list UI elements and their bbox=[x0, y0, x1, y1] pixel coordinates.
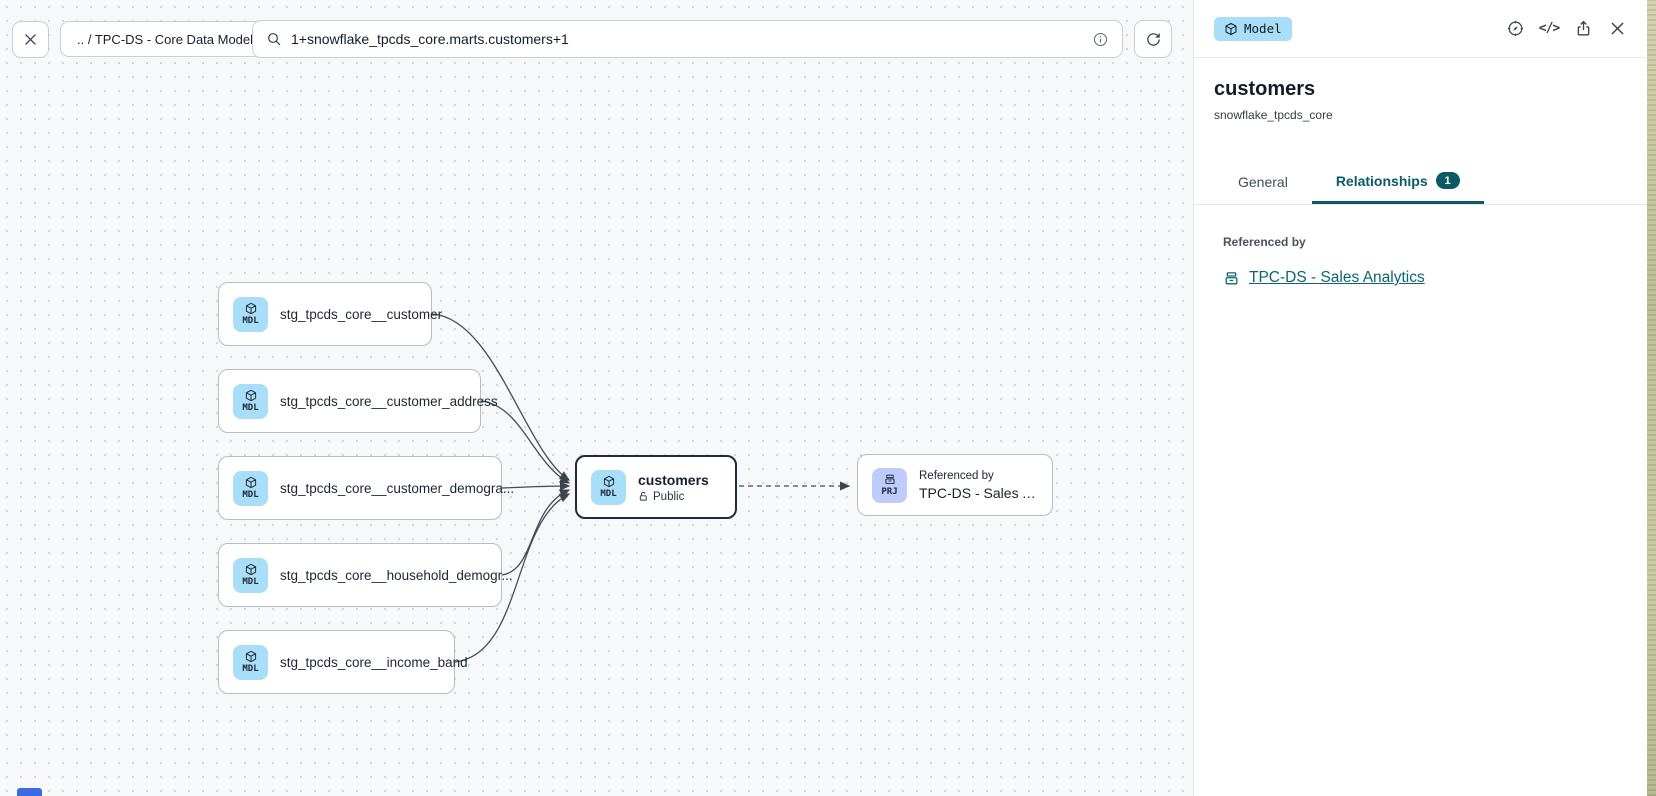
share-icon bbox=[1577, 20, 1589, 36]
search-input[interactable] bbox=[291, 31, 1083, 47]
details-panel: Model </> customers snowflake_tpcds_core bbox=[1193, 0, 1647, 796]
model-node-icon: MDL bbox=[233, 470, 268, 506]
info-icon[interactable] bbox=[1092, 31, 1109, 48]
graph-node-stg-household-demographics[interactable]: MDL stg_tpcds_core__household_demogr... bbox=[218, 543, 513, 607]
node-label: TPC-DS - Sales Analytics bbox=[919, 484, 1038, 501]
node-label: customers bbox=[638, 471, 709, 488]
lineage-edges bbox=[431, 313, 851, 663]
node-type-badge: PRJ bbox=[881, 487, 898, 497]
node-label: stg_tpcds_core__household_demogr... bbox=[280, 567, 513, 583]
screen-edge-artifact bbox=[1647, 0, 1656, 796]
panel-tabs: General Relationships 1 bbox=[1194, 160, 1647, 205]
node-access-label: Public bbox=[653, 490, 685, 503]
node-label: stg_tpcds_core__customer_demogra... bbox=[280, 480, 515, 496]
archive-icon bbox=[884, 474, 895, 485]
cube-icon bbox=[245, 389, 256, 402]
node-type-badge: MDL bbox=[242, 403, 259, 413]
model-node-icon: MDL bbox=[233, 383, 268, 419]
resource-type-badge: Model bbox=[1214, 16, 1292, 41]
cube-icon bbox=[245, 302, 256, 315]
lineage-search[interactable] bbox=[252, 20, 1123, 58]
explore-lineage-button[interactable] bbox=[1505, 19, 1525, 39]
details-panel-header: Model </> bbox=[1194, 0, 1647, 58]
node-type-badge: MDL bbox=[600, 489, 617, 499]
close-icon bbox=[1610, 22, 1624, 35]
refresh-button[interactable] bbox=[1134, 20, 1172, 58]
tab-general[interactable]: General bbox=[1214, 160, 1312, 204]
model-node-icon: MDL bbox=[233, 644, 268, 680]
panel-actions: </> bbox=[1505, 19, 1627, 39]
breadcrumb[interactable]: .. / TPC-DS - Core Data Models bbox=[60, 21, 277, 57]
graph-node-referencing-project[interactable]: PRJ Referenced by TPC-DS - Sales Analyti… bbox=[857, 454, 1053, 516]
breadcrumb-label: .. / TPC-DS - Core Data Models bbox=[77, 31, 260, 47]
view-code-button[interactable]: </> bbox=[1538, 19, 1561, 39]
model-node-icon: MDL bbox=[233, 296, 268, 332]
node-type-badge: MDL bbox=[242, 490, 259, 500]
node-label: stg_tpcds_core__customer bbox=[280, 306, 443, 322]
referenced-by-link-label: TPC-DS - Sales Analytics bbox=[1249, 269, 1425, 286]
referenced-by-heading: Referenced by bbox=[1223, 235, 1306, 249]
archive-icon bbox=[1225, 271, 1238, 284]
offscreen-node-fragment bbox=[17, 788, 42, 796]
tab-label: General bbox=[1238, 174, 1288, 190]
compass-icon bbox=[1507, 20, 1523, 37]
graph-node-stg-customer[interactable]: MDL stg_tpcds_core__customer bbox=[218, 282, 442, 346]
project-name: snowflake_tpcds_core bbox=[1214, 108, 1333, 122]
graph-node-customers-selected[interactable]: MDL customers Public bbox=[575, 455, 737, 519]
resource-type-label: Model bbox=[1244, 21, 1282, 36]
tab-count-badge: 1 bbox=[1435, 172, 1460, 189]
node-access: Public bbox=[638, 491, 709, 503]
node-eyebrow: Referenced by bbox=[919, 469, 994, 482]
share-button[interactable] bbox=[1573, 19, 1593, 39]
node-type-badge: MDL bbox=[242, 316, 259, 326]
model-node-icon: MDL bbox=[233, 557, 268, 593]
cube-icon bbox=[603, 475, 614, 488]
cube-icon bbox=[245, 476, 256, 489]
node-label: stg_tpcds_core__customer_address bbox=[280, 393, 498, 409]
cube-icon bbox=[245, 650, 256, 663]
refresh-icon bbox=[1146, 32, 1160, 46]
tab-label: Relationships bbox=[1335, 172, 1428, 189]
node-type-badge: MDL bbox=[242, 664, 259, 674]
node-type-badge: MDL bbox=[242, 577, 259, 587]
model-node-icon: MDL bbox=[591, 469, 626, 505]
lineage-canvas[interactable]: .. / TPC-DS - Core Data Models MDL stg_t… bbox=[0, 0, 1193, 796]
search-icon bbox=[268, 33, 281, 46]
referenced-by-link[interactable]: TPC-DS - Sales Analytics bbox=[1223, 269, 1425, 287]
page-title: customers bbox=[1214, 78, 1316, 100]
node-label: stg_tpcds_core__income_band bbox=[280, 654, 468, 670]
project-node-icon: PRJ bbox=[872, 467, 907, 503]
cube-icon bbox=[1225, 22, 1237, 35]
tab-relationships[interactable]: Relationships 1 bbox=[1311, 160, 1484, 204]
graph-node-stg-customer-address[interactable]: MDL stg_tpcds_core__customer_address bbox=[218, 369, 498, 433]
lock-open-icon bbox=[639, 491, 647, 501]
code-icon: </> bbox=[1538, 21, 1561, 36]
graph-node-stg-customer-demographics[interactable]: MDL stg_tpcds_core__customer_demogra... bbox=[218, 456, 514, 520]
close-panel-button[interactable] bbox=[1607, 19, 1627, 39]
close-icon bbox=[25, 34, 36, 45]
graph-node-stg-income-band[interactable]: MDL stg_tpcds_core__income_band bbox=[218, 630, 468, 694]
cube-icon bbox=[245, 563, 256, 576]
close-lineage-button[interactable] bbox=[12, 21, 49, 58]
